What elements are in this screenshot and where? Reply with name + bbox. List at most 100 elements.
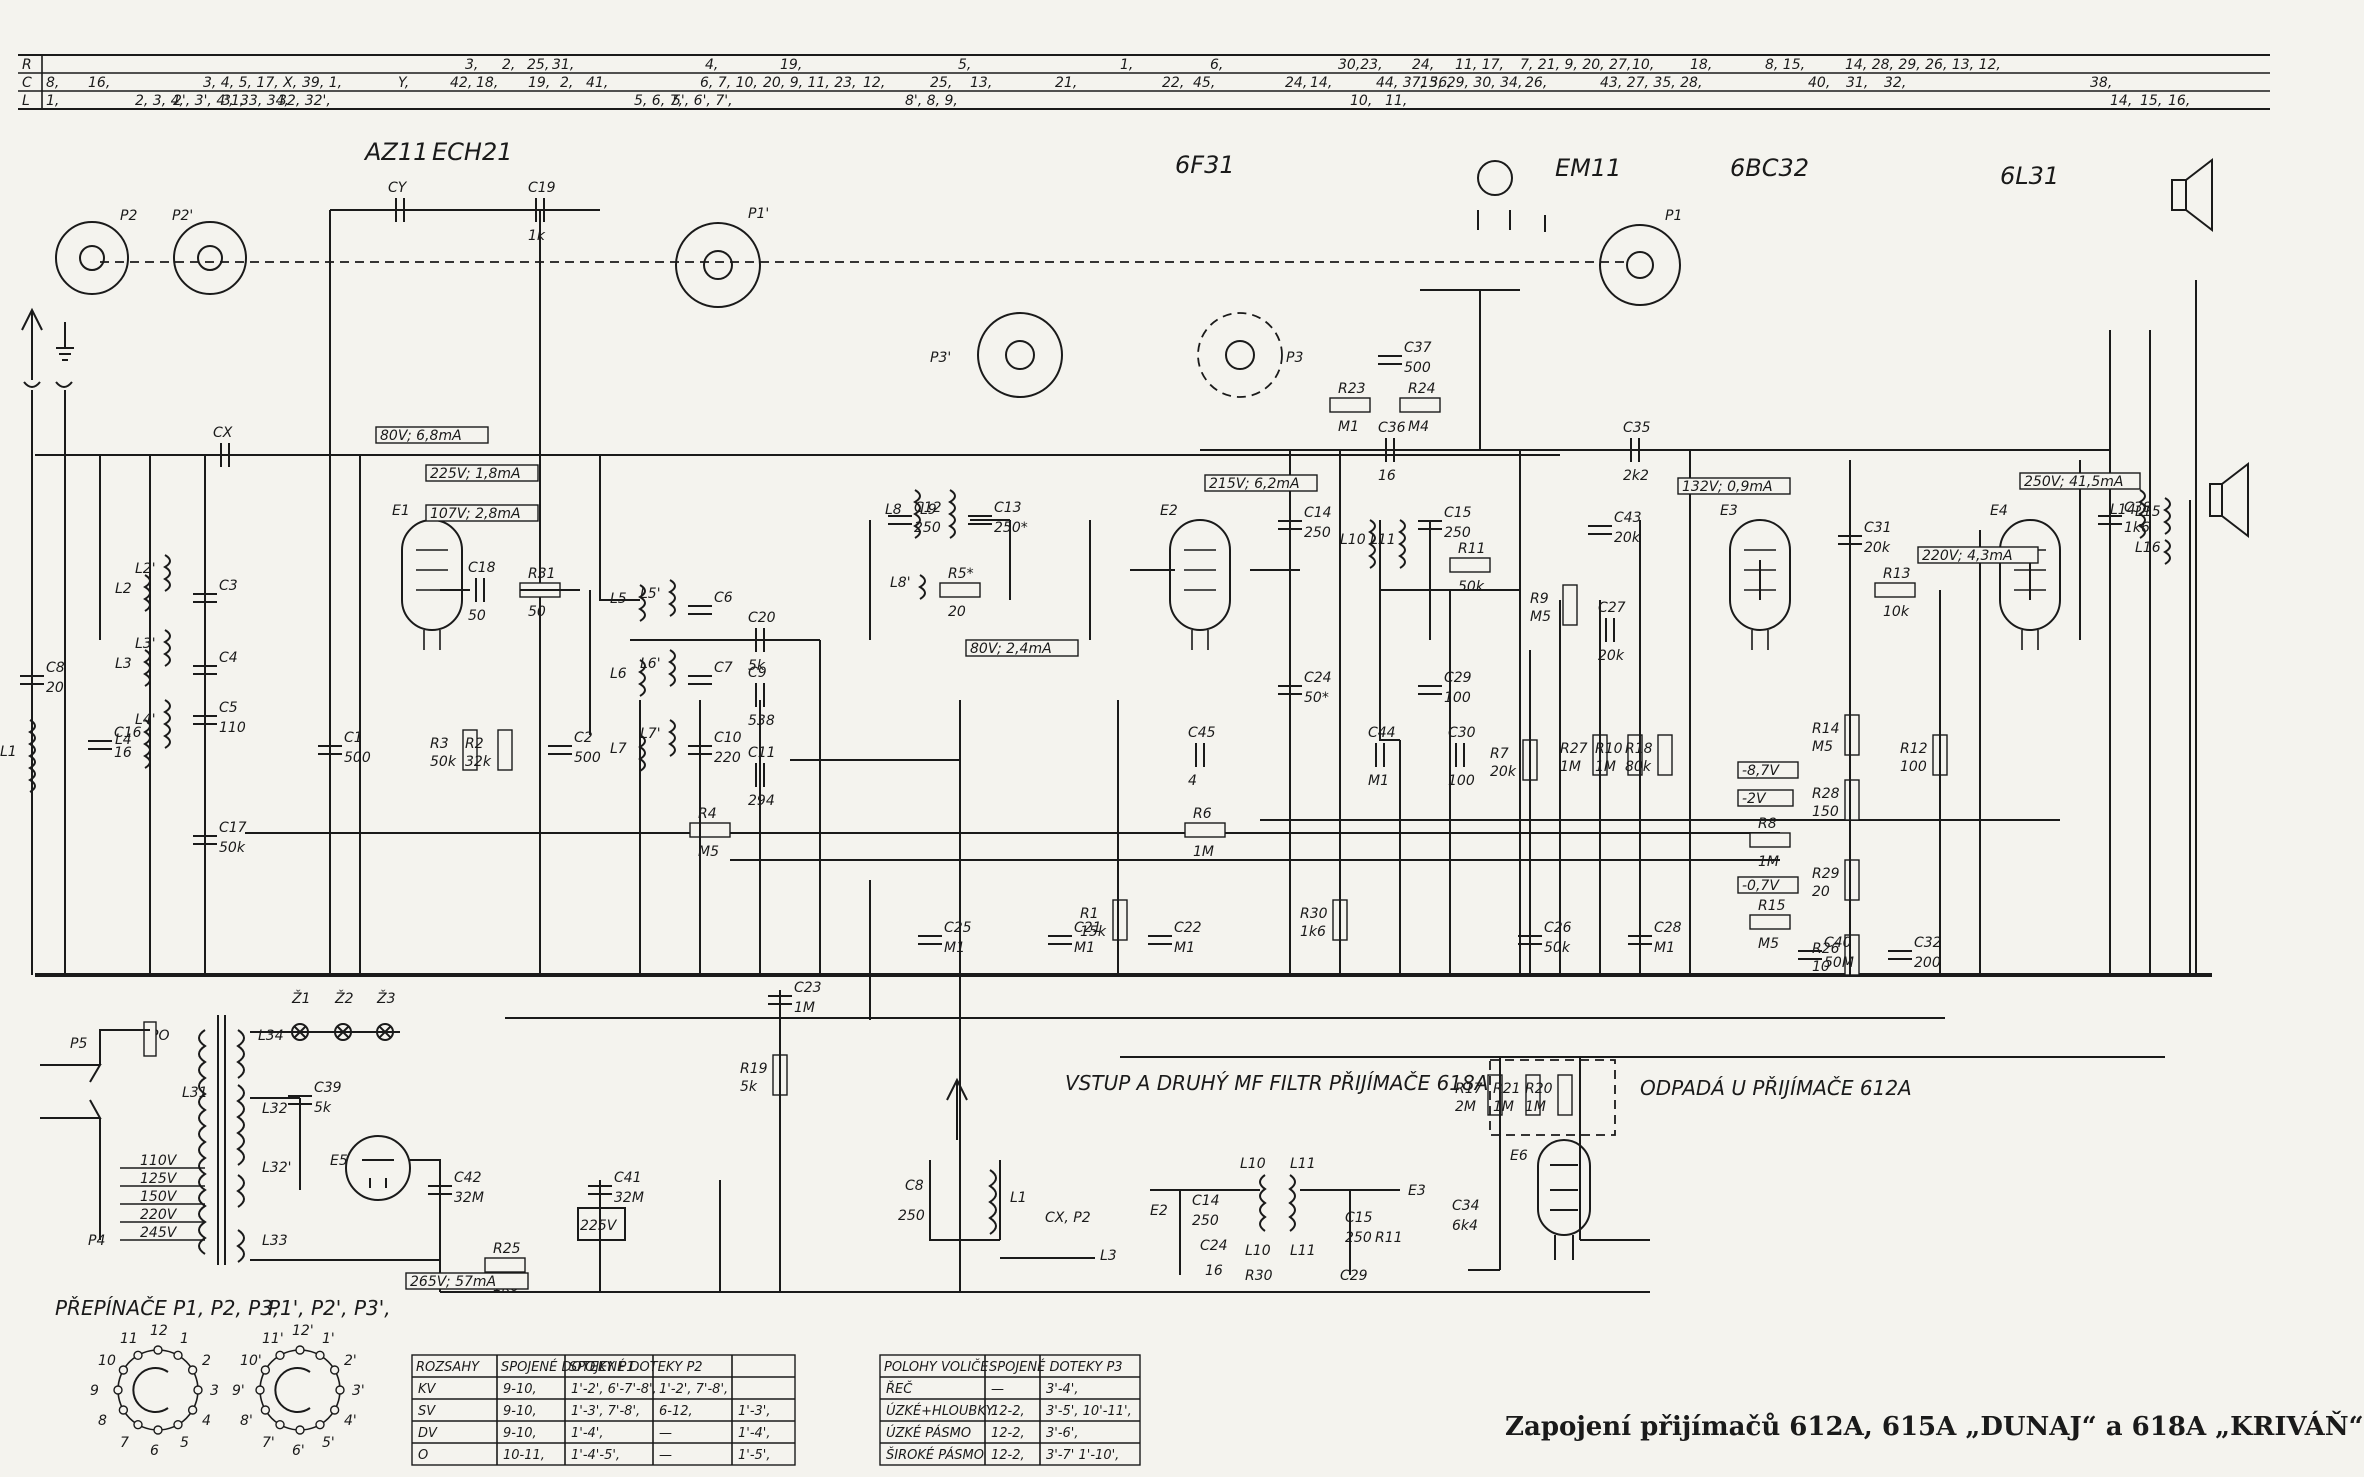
table-header: SPOJENÉ DOTEKY P1 xyxy=(501,1359,635,1375)
index-table: R C L 3,2,25,31,4,19,5,1,6,30,23,24,11, … xyxy=(18,54,2270,110)
index-entry: 43, 27, 35, 28, xyxy=(1600,75,1702,91)
switch-contact-number: 11 xyxy=(120,1331,138,1347)
svg-text:L1: L1 xyxy=(1010,1190,1027,1206)
table-cell: 1'-2', 7'-8', xyxy=(659,1382,728,1397)
switches-caption: P1', P2', P3', xyxy=(268,1296,391,1320)
resistor-label: R13 xyxy=(1883,566,1911,582)
index-entry: 2', 3', 4', xyxy=(173,93,234,109)
coil-label: L9 xyxy=(920,502,937,518)
coil-label: L3' xyxy=(135,636,156,652)
svg-text:E3: E3 xyxy=(1408,1183,1426,1199)
index-entry: 18, xyxy=(476,75,498,91)
mains-tap-label: 220V xyxy=(140,1207,178,1223)
capacitor-value: 50M xyxy=(1824,955,1854,971)
capacitor-value: 32M xyxy=(454,1190,484,1206)
capacitor-value: 16 xyxy=(114,745,132,761)
capacitor-label: C30 xyxy=(1448,725,1476,741)
capacitor-value: 20k xyxy=(1864,540,1891,556)
svg-text:L32': L32' xyxy=(262,1160,291,1176)
index-entry: 6, 7, 10, xyxy=(700,75,758,91)
pilot-lamps: Ž1 Ž2 Ž3 xyxy=(250,989,400,1041)
resistor-label: R9 xyxy=(1530,591,1549,607)
rectifier-tube-e5: E5 xyxy=(330,1135,411,1201)
capacitor-label: C10 xyxy=(714,730,742,746)
capacitor-c7: C7 xyxy=(688,660,733,685)
coil-l11: L11 xyxy=(1370,519,1406,569)
index-entry: 11, 17, xyxy=(1455,57,1504,73)
resistor-value: M4 xyxy=(1408,419,1429,435)
table-cell: — xyxy=(991,1382,1004,1397)
capacitor-label: C6 xyxy=(714,590,733,606)
resistor-value: 10 xyxy=(1812,959,1830,975)
tube-label: E1 xyxy=(392,503,410,519)
index-entry: 13, xyxy=(970,75,992,91)
table-cell: 1'-3', 7'-8', xyxy=(571,1404,640,1419)
index-entry: 6, xyxy=(1210,57,1223,73)
table-cell: 1'-5', xyxy=(738,1448,771,1463)
resistor-label: R27 xyxy=(1560,741,1588,757)
coil-label: L11 xyxy=(1370,532,1396,548)
table-header: ROZSAHY xyxy=(416,1360,480,1375)
capacitor-label: C12 xyxy=(914,500,942,516)
mains-tap-label: 245V xyxy=(140,1225,178,1241)
coil-label: L14 xyxy=(2110,502,2136,518)
inset-caption: VSTUP A DRUHÝ MF FILTR PŘIJÍMAČE 618A xyxy=(1065,1071,1488,1095)
capacitor-label: C41 xyxy=(614,1170,642,1186)
capacitor-value: 4 xyxy=(1188,773,1197,789)
capacitor-label: C32 xyxy=(1914,935,1942,951)
index-entry: 21, xyxy=(1055,75,1077,91)
capacitor-label: C8 xyxy=(46,660,65,676)
table-cell: ÚZKÉ+HLOUBKY xyxy=(886,1403,995,1419)
index-entry: 8, xyxy=(46,75,59,91)
index-row-key: L xyxy=(22,93,30,109)
schematic-diagram: R C L 3,2,25,31,4,19,5,1,6,30,23,24,11, … xyxy=(0,54,2270,1466)
tube-label-em11: EM11 xyxy=(1555,154,1621,182)
capacitor-value: 250 xyxy=(1304,525,1331,541)
switch-contact-number: 4 xyxy=(202,1413,211,1429)
table-cell: ŠIROKÉ PÁSMO xyxy=(886,1447,984,1463)
switch-contact-number: 5 xyxy=(180,1435,189,1451)
index-entry: Y, xyxy=(398,75,409,91)
resistor-label: R21 xyxy=(1493,1081,1521,1097)
index-entry: 19, xyxy=(528,75,550,91)
capacitor-value: 500 xyxy=(1404,360,1431,376)
table-cell: 1'-2', 6'-7'-8', xyxy=(571,1382,657,1397)
table-cell: 3'-6', xyxy=(1046,1426,1079,1441)
capacitor-value: 538 xyxy=(748,713,775,729)
capacitor-label: C27 xyxy=(1598,600,1626,616)
capacitor-label: C4 xyxy=(219,650,238,666)
index-entry: 24, xyxy=(1285,75,1307,91)
tube-e4: E4 xyxy=(1990,503,2061,650)
capacitor-label: C19 xyxy=(528,180,556,196)
tube-e3: E3 xyxy=(1720,503,1791,650)
voltage-label: 107V; 2,8mA xyxy=(425,504,539,522)
resistor-value: 20k xyxy=(1490,764,1517,780)
capacitor-label: C25 xyxy=(944,920,972,936)
switch-contact-number: 11' xyxy=(262,1331,284,1347)
svg-text:E5: E5 xyxy=(330,1153,348,1169)
switch-contact-number: 4' xyxy=(344,1413,357,1429)
capacitor-cx: CX xyxy=(213,425,233,467)
resistor-value: 1M xyxy=(1493,1099,1514,1115)
capacitor-label: C28 xyxy=(1654,920,1682,936)
resistor-value: 5k xyxy=(740,1079,758,1095)
capacitor-value: M1 xyxy=(944,940,965,956)
resistor-label: R17 xyxy=(1455,1081,1483,1097)
tube-label-6f31: 6F31 xyxy=(1175,151,1235,179)
